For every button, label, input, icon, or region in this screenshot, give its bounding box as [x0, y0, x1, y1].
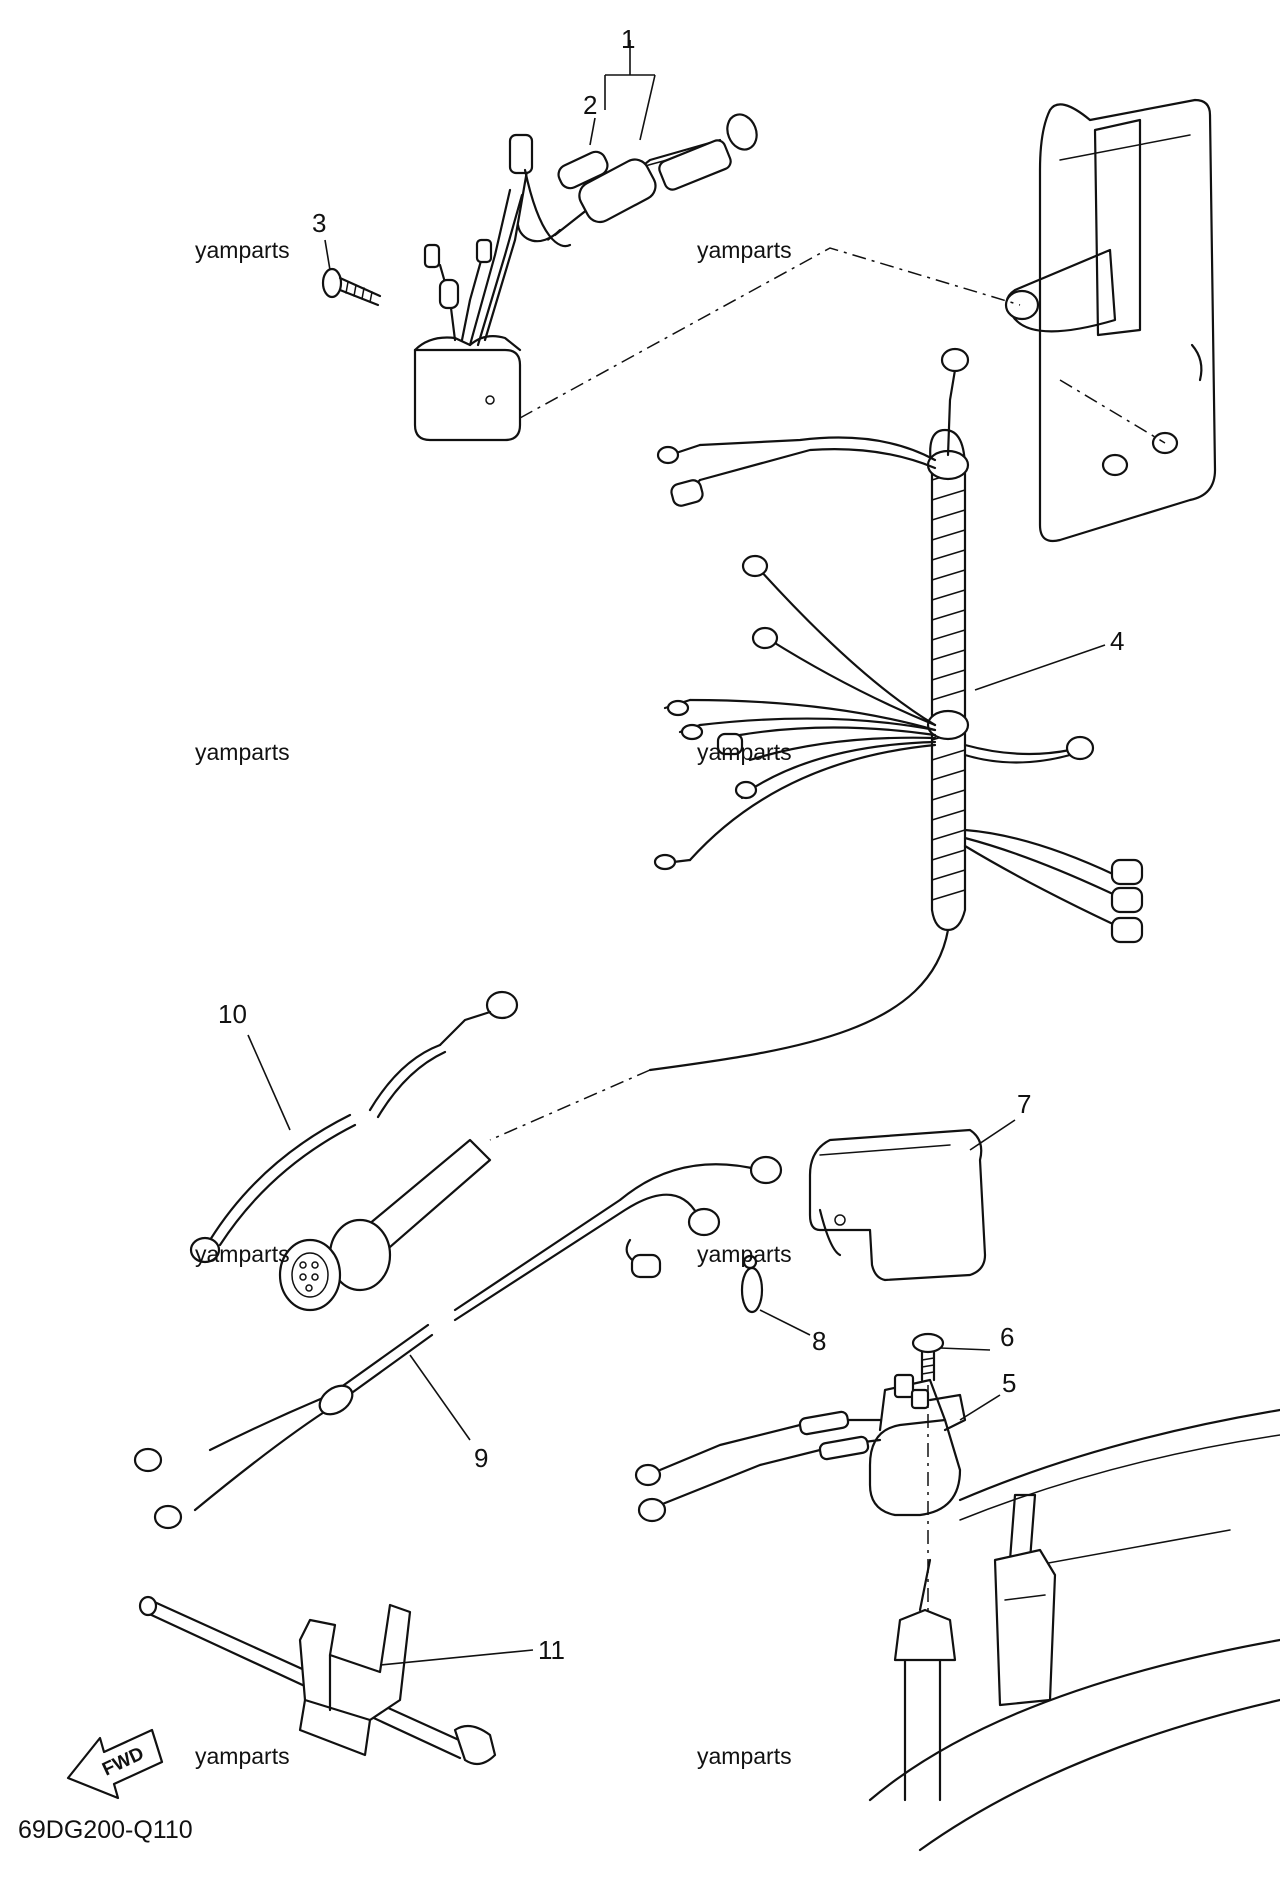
- callout-2: 2: [583, 90, 597, 120]
- callout-9: 9: [474, 1443, 488, 1473]
- callout-10: 10: [218, 999, 247, 1029]
- callout-4: 4: [1110, 626, 1124, 656]
- wire-harness: [648, 347, 1144, 1072]
- rectifier-unit: [413, 133, 572, 442]
- callout-5: 5: [1002, 1368, 1016, 1398]
- watermark: yamparts: [195, 1743, 290, 1769]
- watermark: yamparts: [697, 1241, 792, 1267]
- starter-relay: [634, 1373, 967, 1523]
- cover-7: [808, 1128, 987, 1282]
- watermark: yamparts: [697, 237, 792, 263]
- battery-cable: [189, 990, 519, 1264]
- harness-to-connector-line: [489, 1069, 651, 1141]
- watermark: yamparts: [697, 1743, 792, 1769]
- cable-tie-holder: [138, 1595, 497, 1766]
- callout-11: 11: [538, 1635, 565, 1665]
- sub-harness: [133, 1155, 783, 1530]
- watermarks: yamparts yamparts yamparts yamparts yamp…: [195, 237, 792, 1769]
- callout-3: 3: [312, 208, 326, 238]
- callout-7: 7: [1017, 1089, 1031, 1119]
- main-coupler: [278, 1138, 492, 1312]
- leader-lines: [247, 40, 1106, 1666]
- clamp-8: [740, 1254, 764, 1314]
- fwd-arrow-icon: FWD: [66, 1728, 164, 1800]
- callout-6: 6: [1000, 1322, 1014, 1352]
- bolt-3: [321, 267, 382, 307]
- bolt-6: [911, 1332, 945, 1382]
- part-code: 69DG200-Q110: [18, 1816, 193, 1844]
- mount-line-rectifier: [519, 247, 1021, 419]
- fuse: [557, 150, 609, 190]
- callouts: 1 2 3 4 5 6 7 8 9 10 11: [218, 24, 1124, 1665]
- watermark: yamparts: [195, 1241, 290, 1267]
- watermark: yamparts: [195, 237, 290, 263]
- callout-8: 8: [812, 1326, 826, 1356]
- mounting-plate: [1004, 98, 1217, 543]
- watermark: yamparts: [195, 739, 290, 765]
- watermark: yamparts: [697, 739, 792, 765]
- callout-1: 1: [621, 24, 635, 54]
- mount-line-plate: [1059, 379, 1166, 444]
- cowling-outline: [868, 1408, 1280, 1852]
- fuse-holder: [516, 113, 758, 243]
